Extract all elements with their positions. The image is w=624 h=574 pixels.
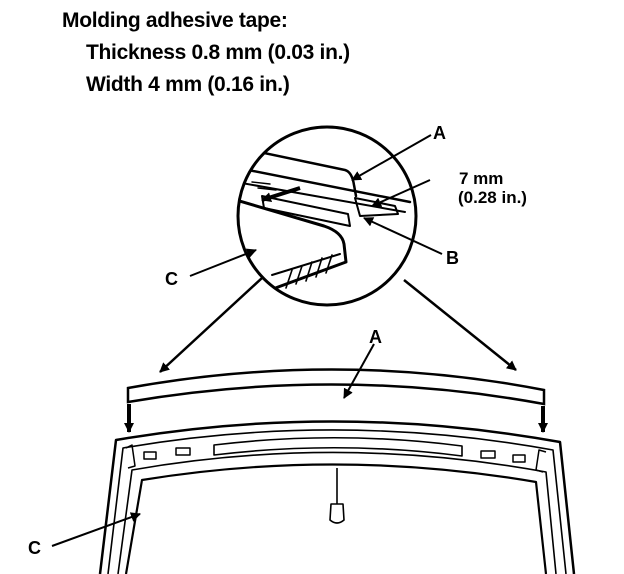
leader-c-main — [51, 512, 141, 547]
spec-thickness: Thickness 0.8 mm (0.03 in.) — [86, 41, 350, 64]
dimension-in: (0.28 in.) — [458, 188, 527, 207]
dim-arrow — [371, 179, 431, 207]
glass-hatching — [285, 254, 333, 289]
dimension-mm: 7 mm — [459, 169, 503, 188]
zoom-arrow-left — [159, 277, 263, 373]
label-c-detail: C — [165, 269, 178, 289]
molding-top-edge — [238, 166, 412, 204]
windshield — [98, 420, 576, 574]
zoom-arrow-right — [403, 279, 517, 371]
leader-b-detail — [363, 217, 443, 255]
label-a-main: A — [369, 327, 382, 347]
adhesive-tape — [261, 195, 351, 227]
glass-edge-inner — [271, 253, 341, 276]
leader-a-detail — [351, 134, 432, 181]
leader-a-main — [343, 343, 375, 399]
label-a-detail: A — [433, 123, 446, 143]
molding-flange — [248, 148, 358, 198]
label-b-detail: B — [446, 248, 459, 268]
spec-width: Width 4 mm (0.16 in.) — [86, 73, 290, 96]
spec-title: Molding adhesive tape: — [62, 9, 288, 32]
molding-lower-edge — [238, 181, 406, 213]
molding-strip — [126, 368, 546, 406]
label-c-main: C — [28, 538, 41, 558]
detail-magnifier — [189, 125, 443, 307]
detail-circle-outline — [236, 125, 418, 307]
leader-c-detail — [189, 248, 257, 277]
molding-dash — [251, 181, 277, 191]
glass-edge — [238, 198, 348, 292]
peel-direction-arrow — [261, 186, 301, 203]
